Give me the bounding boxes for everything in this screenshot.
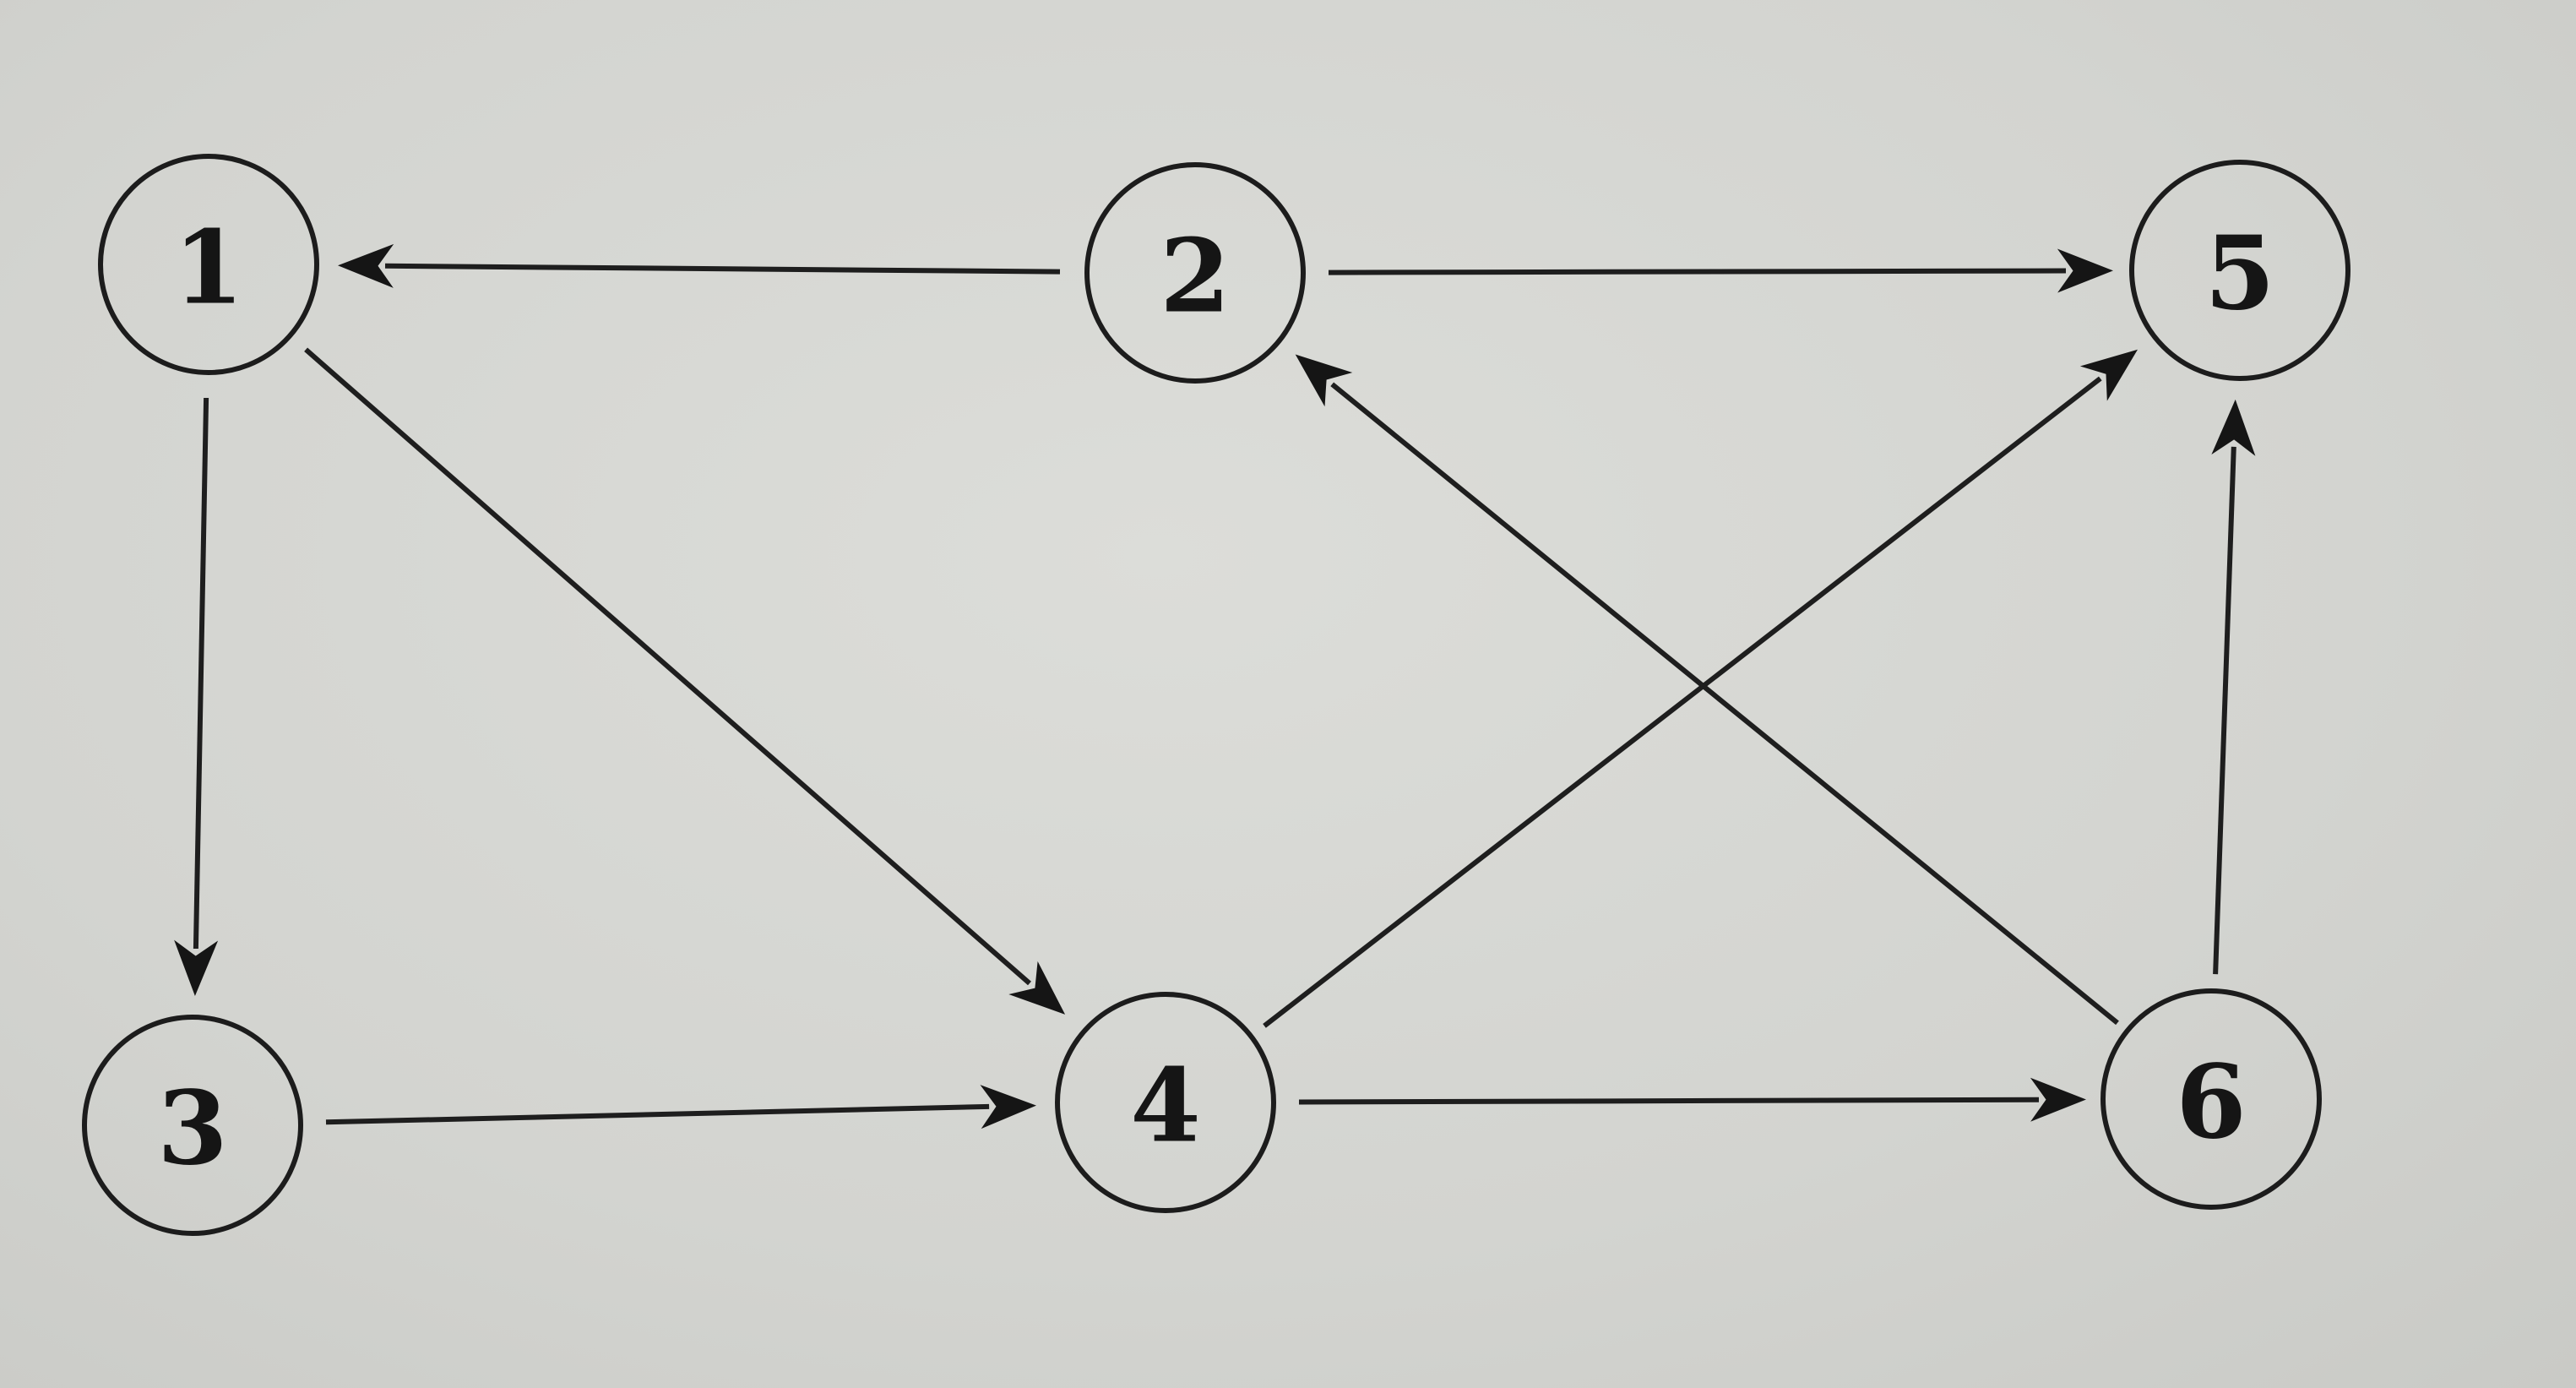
node-label: 3 <box>157 1070 228 1189</box>
edge-line <box>1263 376 2102 1028</box>
node-circle <box>2100 988 2322 1210</box>
arrowhead <box>1295 354 1353 407</box>
node-circle <box>1055 992 1276 1213</box>
arrowhead <box>2030 1077 2086 1122</box>
arrowhead <box>2079 349 2138 401</box>
node-label: 1 <box>173 209 244 328</box>
edge-line <box>193 397 209 950</box>
arrowhead <box>980 1085 1036 1129</box>
node-circle <box>2129 160 2350 381</box>
edge-6-to-5 <box>2211 399 2256 975</box>
arrowhead <box>174 939 219 996</box>
edge-1-to-4 <box>304 347 1066 1015</box>
node-circle <box>98 154 319 375</box>
node-3: 3 <box>82 1015 303 1236</box>
edge-line <box>384 263 1061 275</box>
arrowhead <box>338 243 394 288</box>
arrowhead <box>2211 399 2256 456</box>
node-6: 6 <box>2100 988 2322 1210</box>
arrowhead <box>2057 248 2113 293</box>
edge-line <box>1298 1097 2040 1105</box>
edge-2-to-1 <box>338 243 1061 288</box>
edge-line <box>1328 268 2067 275</box>
edge-1-to-3 <box>174 397 219 996</box>
node-label: 5 <box>2204 215 2275 334</box>
edge-line <box>304 347 1031 986</box>
edge-4-to-6 <box>1298 1077 2086 1122</box>
edge-3-to-4 <box>325 1085 1036 1129</box>
edge-6-to-2 <box>1295 354 2119 1026</box>
node-circle <box>1084 162 1306 384</box>
node-label: 4 <box>1130 1047 1201 1166</box>
node-1: 1 <box>98 154 319 375</box>
node-5: 5 <box>2129 160 2350 381</box>
arrowhead <box>1008 961 1066 1015</box>
edge-line <box>1330 382 2119 1026</box>
edge-line <box>325 1103 990 1125</box>
node-2: 2 <box>1084 162 1306 384</box>
node-4: 4 <box>1055 992 1276 1213</box>
edge-2-to-5 <box>1328 248 2113 293</box>
node-label: 2 <box>1160 217 1231 336</box>
node-circle <box>82 1015 303 1236</box>
edge-4-to-5 <box>1263 349 2138 1028</box>
edge-line <box>2213 446 2236 975</box>
node-label: 6 <box>2176 1043 2247 1162</box>
nodes-layer: 1 2 3 4 5 6 <box>82 154 2350 1236</box>
edges-layer <box>174 243 2256 1129</box>
